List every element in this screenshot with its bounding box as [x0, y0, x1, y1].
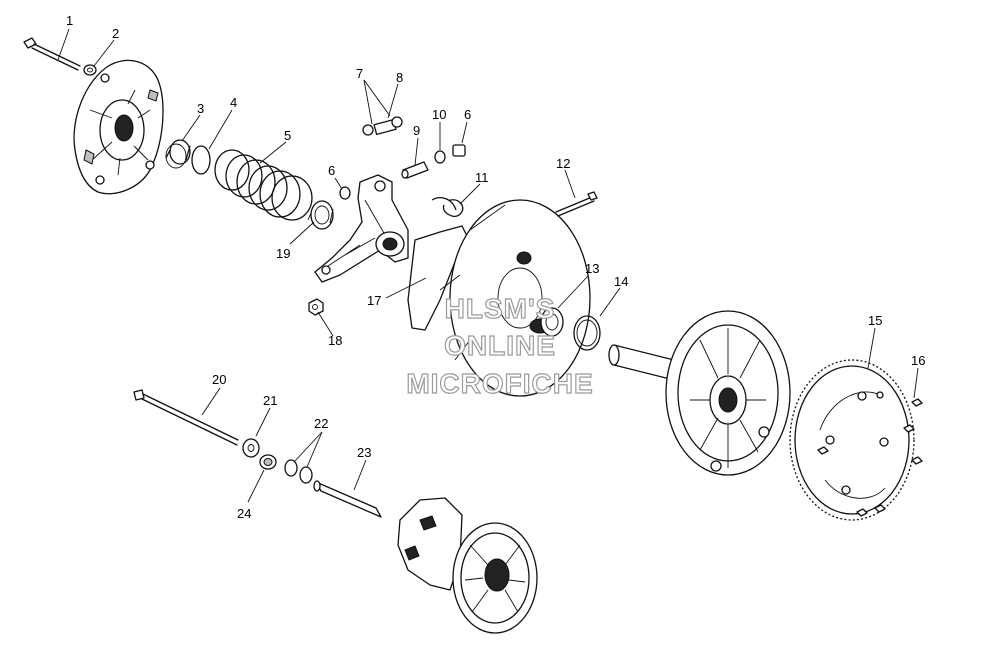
callout-16: 16	[911, 353, 925, 368]
roller-part-6a	[339, 186, 351, 200]
callout-6b: 6	[464, 107, 471, 122]
washer-part-10	[434, 150, 446, 164]
bolt-part-20	[133, 389, 239, 446]
fixed-sheave-part	[608, 310, 791, 476]
washer-part-21	[242, 438, 260, 458]
callout-20: 20	[212, 372, 226, 387]
callout-23: 23	[357, 445, 371, 460]
callout-14: 14	[614, 274, 628, 289]
callout-4: 4	[230, 95, 237, 110]
spring-part-5	[214, 149, 313, 221]
pin-part-9	[401, 161, 429, 179]
callout-13: 13	[585, 261, 599, 276]
callout-21: 21	[263, 393, 277, 408]
bolt-part-1	[23, 37, 81, 71]
callout-12: 12	[556, 156, 570, 171]
screws-part-16	[817, 398, 923, 517]
callout-2: 2	[112, 26, 119, 41]
watermark-line-2: ONLINE	[444, 330, 556, 361]
callout-24: 24	[237, 506, 251, 521]
callout-7: 7	[356, 66, 363, 81]
washer-part-2	[83, 64, 97, 76]
callout-22: 22	[314, 416, 328, 431]
spider-cover-part	[73, 59, 164, 195]
snap-ring-part-4	[191, 145, 211, 175]
callout-labels: 1 2 3 4 5 6 7 8 9 10 6 11 12 13 14 15 16…	[66, 13, 925, 521]
bushing-part-19	[307, 200, 334, 230]
roller-part-6b	[452, 144, 466, 157]
pin-part-7-8	[362, 116, 403, 136]
leader-lines	[57, 28, 919, 503]
pin-part-12	[555, 191, 598, 217]
spacer-part-24	[259, 454, 277, 470]
watermark: HLSM'S ONLINE MICROFICHE	[406, 292, 594, 399]
watermark-line-3: MICROFICHE	[406, 368, 593, 399]
spider-arm-assembly	[314, 174, 409, 283]
bushing-part-13	[540, 307, 564, 337]
callout-3: 3	[197, 101, 204, 116]
callout-6a: 6	[328, 163, 335, 178]
callout-10: 10	[432, 107, 446, 122]
shaft-part-23	[313, 480, 382, 518]
callout-15: 15	[868, 313, 882, 328]
moveable-sheave-part	[407, 197, 591, 397]
watermark-line-1: HLSM'S	[445, 293, 556, 324]
driven-clutch-part	[397, 497, 538, 634]
bushing-part-3	[165, 139, 191, 169]
callout-19: 19	[276, 246, 290, 261]
ring-part-14	[573, 315, 601, 351]
callout-8: 8	[396, 70, 403, 85]
callout-1: 1	[66, 13, 73, 28]
callout-18: 18	[328, 333, 342, 348]
callout-9: 9	[413, 123, 420, 138]
ring-gear-part-15	[789, 359, 915, 521]
o-rings-part-22	[284, 459, 313, 484]
callout-11: 11	[475, 170, 489, 185]
callout-17: 17	[367, 293, 381, 308]
nut-part-18	[308, 298, 324, 316]
callout-5: 5	[284, 128, 291, 143]
